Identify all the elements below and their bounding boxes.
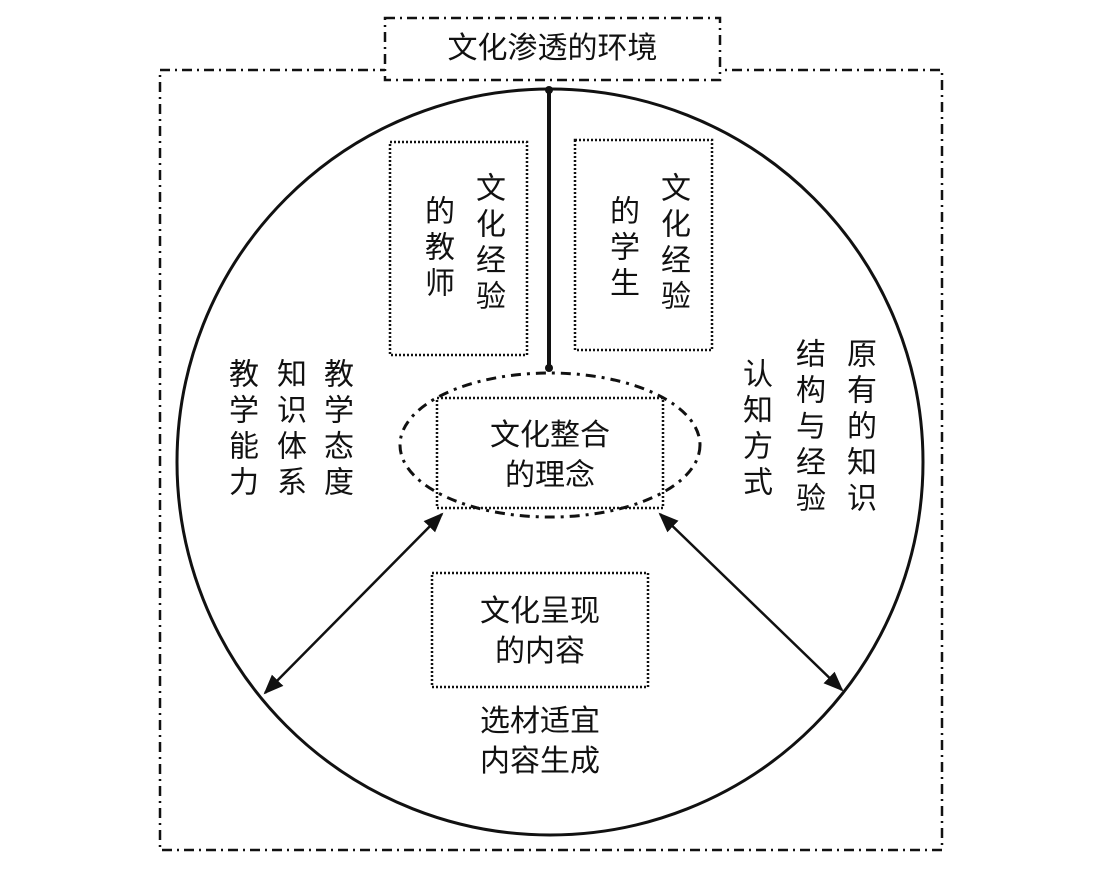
- student-box-col1: 文化经验: [655, 172, 690, 316]
- content-attribute-line2: 内容生成: [480, 744, 600, 779]
- title-box-frame: [383, 16, 722, 82]
- diagram-title: 文化渗透的环境: [447, 31, 658, 66]
- teacher-box-col1: 文化经验: [470, 172, 505, 316]
- center-ellipse: [398, 371, 702, 519]
- student-content-arrow: [658, 512, 844, 692]
- teacher-box-col2: 的教师: [419, 195, 454, 303]
- student-attribute: 结构与经验: [790, 338, 825, 518]
- teacher-attribute: 教学能力: [223, 358, 258, 502]
- student-box-col2: 的学生: [604, 195, 639, 303]
- student-box-frame: [573, 138, 714, 352]
- center-line2: 的理念: [505, 458, 595, 493]
- teacher-attribute: 知识体系: [271, 358, 306, 502]
- teacher-attribute: 教学态度: [318, 358, 353, 502]
- teacher-content-arrow: [263, 512, 444, 695]
- content-line2: 的内容: [495, 634, 585, 669]
- teacher-box-frame: [388, 140, 529, 357]
- arrow-end-dot: [545, 86, 553, 94]
- content-attribute-line1: 选材适宜: [480, 704, 600, 739]
- content-line1: 文化呈现: [480, 594, 600, 629]
- content-box-frame: [430, 571, 650, 689]
- student-attribute: 认知方式: [737, 358, 772, 502]
- arrow-end-dot: [545, 364, 553, 372]
- center-line1: 文化整合: [490, 418, 610, 453]
- student-attribute: 原有的知识: [841, 338, 876, 518]
- center-box-frame: [435, 396, 665, 510]
